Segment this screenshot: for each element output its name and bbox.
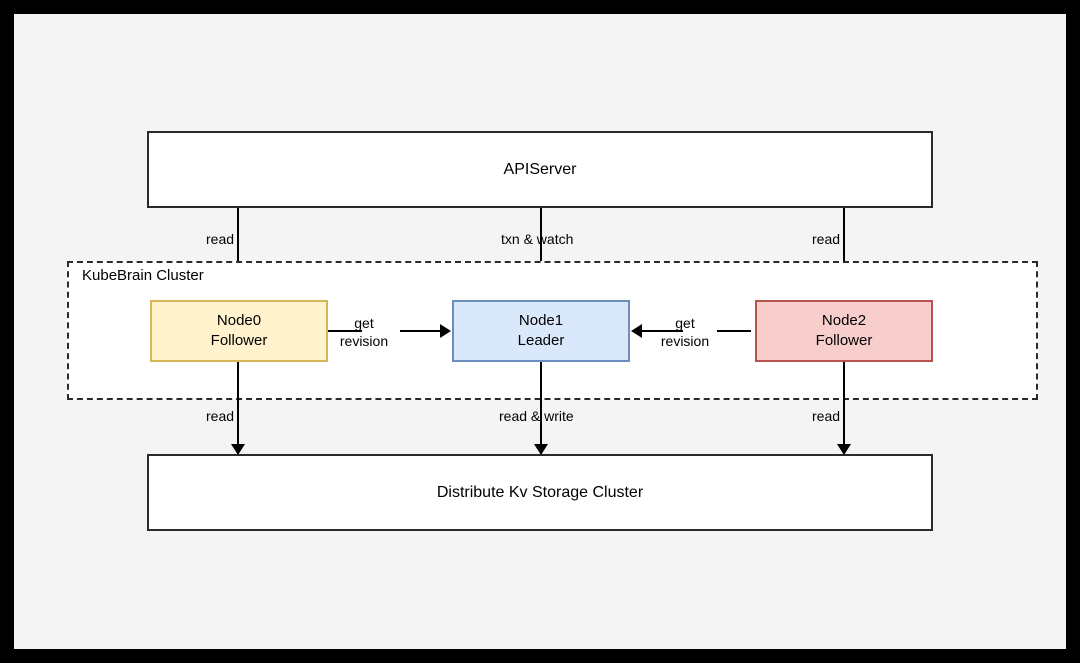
edge-node2-node1-arrowhead [631,324,642,338]
edge-label-node0-storage: read [206,408,235,424]
edge-label-node0-node1: get revision [332,314,396,350]
edge-apiserver-node0-line [237,208,239,311]
kubebrain-cluster-label: KubeBrain Cluster [82,267,204,284]
edge-node0-node1-line-right [400,330,440,332]
edge-node1-storage-arrowhead [534,444,548,455]
storage-cluster-label: Distribute Kv Storage Cluster [436,483,644,501]
architecture-diagram: APIServer read txn & watch read KubeBrai… [14,14,1066,649]
edge-label-apiserver-node1: txn & watch [501,231,574,247]
node0-name: Node0 [216,312,262,330]
edge-label-apiserver-node0: read [206,231,235,247]
apiserver-box[interactable]: APIServer [147,131,933,208]
edge-node0-node1-line-left [328,330,362,332]
node1-name: Node1 [518,312,564,330]
edge-node2-node1-line-right [717,330,751,332]
node2-box[interactable]: Node2 Follower [755,300,933,362]
edge-apiserver-node2-line [843,208,845,311]
edge-label-node2-node1-line1: get [675,315,695,331]
edge-label-node2-node1: get revision [653,314,717,350]
edge-node0-node1-arrowhead [440,324,451,338]
edge-node0-storage-line [237,362,239,454]
edge-node2-node1-line-left [642,330,683,332]
edge-apiserver-node1-line [540,208,542,311]
edge-node0-storage-arrowhead [231,444,245,455]
diagram-canvas: APIServer read txn & watch read KubeBrai… [14,14,1066,649]
edge-node2-storage-arrowhead [837,444,851,455]
edge-label-node0-node1-line1: get [354,315,374,331]
node0-role: Follower [210,332,268,349]
edge-label-node2-node1-line2: revision [660,333,710,350]
node0-box[interactable]: Node0 Follower [150,300,328,362]
apiserver-label: APIServer [503,160,577,178]
edge-node2-storage-line [843,362,845,454]
node2-name: Node2 [821,312,867,330]
edge-node1-storage-line [540,362,542,454]
node1-role: Leader [517,332,565,349]
node2-role: Follower [815,332,873,349]
storage-cluster-box[interactable]: Distribute Kv Storage Cluster [147,454,933,531]
edge-label-node2-storage: read [812,408,841,424]
edge-label-apiserver-node2: read [812,231,841,247]
edge-label-node1-storage: read & write [499,408,574,424]
edge-label-node0-node1-line2: revision [339,333,389,350]
node1-box[interactable]: Node1 Leader [452,300,630,362]
